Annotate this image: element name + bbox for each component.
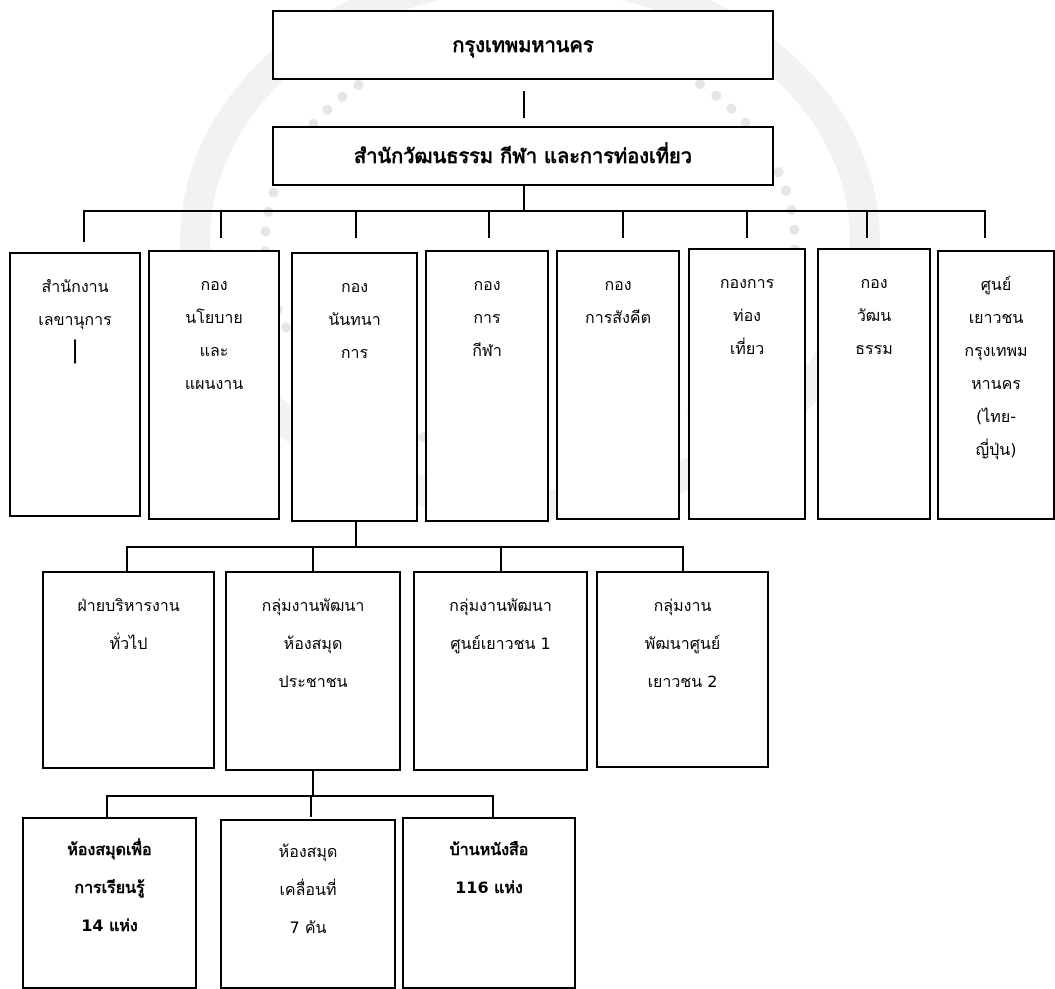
- drop-subunit-1: [126, 546, 128, 571]
- drop-dept-5: [622, 210, 624, 238]
- subunit-youth-center-1: กลุ่มงานพัฒนา ศูนย์เยาวชน 1: [413, 571, 588, 771]
- subunit-line: ทั่วไป: [109, 634, 148, 653]
- drop-library-3: [492, 795, 494, 817]
- subunit-line: กลุ่มงาน: [653, 596, 712, 615]
- library-bus: [106, 795, 494, 797]
- connector-office-bus: [523, 186, 525, 210]
- drop-dept-3: [355, 210, 357, 238]
- department-recreation: กอง นันทนา การ: [291, 252, 418, 522]
- connector-recreation-bus: [355, 522, 357, 546]
- department-secretariat: สำนักงาน เลขานุการ |: [9, 252, 141, 517]
- drop-subunit-2: [312, 546, 314, 571]
- subunit-line: เยาวชน 2: [647, 672, 718, 691]
- department-culture: กอง วัฒน ธรรม: [817, 248, 931, 520]
- root-label: กรุงเทพมหานคร: [452, 33, 594, 57]
- department-bus: [83, 210, 986, 212]
- dept-line: |: [70, 336, 80, 364]
- dept-line: เยาวชน: [968, 308, 1024, 327]
- dept-line: สำนักงาน: [41, 277, 109, 296]
- dept-line: กอง: [473, 275, 501, 294]
- drop-dept-6: [746, 210, 748, 238]
- library-line: การเรียนรู้: [74, 878, 145, 897]
- subunit-line: กลุ่มงานพัฒนา: [261, 596, 365, 615]
- library-mobile: ห้องสมุด เคลื่อนที่ 7 คัน: [220, 819, 396, 989]
- dept-line: นโยบาย: [185, 308, 243, 327]
- library-learning: ห้องสมุดเพื่อ การเรียนรู้ 14 แห่ง: [22, 817, 197, 989]
- dept-line: ญี่ปุ่น): [975, 440, 1017, 459]
- dept-line: กอง: [604, 275, 632, 294]
- dept-line: (ไทย-: [976, 407, 1016, 426]
- drop-subunit-4: [682, 546, 684, 571]
- subunit-line: พัฒนาศูนย์: [644, 634, 721, 653]
- connector-library-bus: [312, 771, 314, 796]
- library-line: บ้านหนังสือ: [449, 840, 529, 859]
- dept-line: กอง: [860, 273, 888, 292]
- dept-line: การ: [340, 343, 369, 362]
- dept-line: ธรรม: [855, 339, 893, 358]
- dept-line: ท่อง: [733, 306, 761, 325]
- subunit-line: ห้องสมุด: [283, 634, 343, 653]
- dept-line: การสังคีต: [585, 308, 651, 327]
- dept-line: การ: [473, 308, 501, 327]
- library-line: 14 แห่ง: [81, 916, 138, 935]
- department-sports: กอง การ กีฬา: [425, 250, 549, 522]
- library-line: 7 คัน: [289, 918, 327, 937]
- dept-line: กีฬา: [472, 341, 502, 360]
- drop-dept-1: [83, 210, 85, 242]
- dept-line: กรุงเทพม: [964, 341, 1028, 360]
- drop-subunit-3: [500, 546, 502, 571]
- subunit-line: ฝ่ายบริหารงาน: [77, 596, 180, 615]
- department-youth-center: ศูนย์ เยาวชน กรุงเทพม หานคร (ไทย- ญี่ปุ่…: [937, 250, 1055, 520]
- drop-library-2: [310, 795, 312, 817]
- library-line: เคลื่อนที่: [279, 880, 337, 899]
- dept-line: เลขานุการ: [38, 310, 112, 329]
- subunit-line: ประชาชน: [278, 672, 348, 691]
- department-policy-planning: กอง นโยบาย และ แผนงาน: [148, 250, 280, 520]
- subunit-line: ศูนย์เยาวชน 1: [450, 634, 551, 653]
- dept-line: แผนงาน: [184, 374, 244, 393]
- dept-line: เที่ยว: [729, 339, 765, 358]
- dept-line: กอง: [200, 275, 228, 294]
- subunit-general-admin: ฝ่ายบริหารงาน ทั่วไป: [42, 571, 215, 769]
- root-node: กรุงเทพมหานคร: [272, 10, 774, 80]
- subunit-bus: [126, 546, 684, 548]
- dept-line: กอง: [340, 277, 369, 296]
- dept-line: นันทนา: [328, 310, 381, 329]
- library-line: ห้องสมุด: [278, 842, 338, 861]
- library-book-house: บ้านหนังสือ 116 แห่ง: [402, 817, 576, 989]
- drop-dept-4: [488, 210, 490, 238]
- office-label: สำนักวัฒนธรรม กีฬา และการท่องเที่ยว: [354, 144, 692, 168]
- dept-line: วัฒน: [856, 306, 892, 325]
- connector-root-office: [523, 91, 525, 118]
- dept-line: กองการ: [719, 273, 775, 292]
- drop-dept-8: [984, 210, 986, 238]
- dept-line: และ: [199, 341, 229, 360]
- department-music: กอง การสังคีต: [556, 250, 680, 520]
- subunit-line: กลุ่มงานพัฒนา: [449, 596, 552, 615]
- department-tourism: กองการ ท่อง เที่ยว: [688, 248, 806, 520]
- drop-library-1: [106, 795, 108, 817]
- library-line: 116 แห่ง: [455, 878, 523, 897]
- dept-line: หานคร: [971, 374, 1021, 393]
- office-node: สำนักวัฒนธรรม กีฬา และการท่องเที่ยว: [272, 126, 774, 186]
- dept-line: ศูนย์: [980, 275, 1012, 294]
- drop-dept-7: [866, 210, 868, 238]
- library-line: ห้องสมุดเพื่อ: [67, 840, 152, 859]
- subunit-youth-center-2: กลุ่มงาน พัฒนาศูนย์ เยาวชน 2: [596, 571, 769, 768]
- subunit-public-library: กลุ่มงานพัฒนา ห้องสมุด ประชาชน: [225, 571, 401, 771]
- drop-dept-2: [220, 210, 222, 238]
